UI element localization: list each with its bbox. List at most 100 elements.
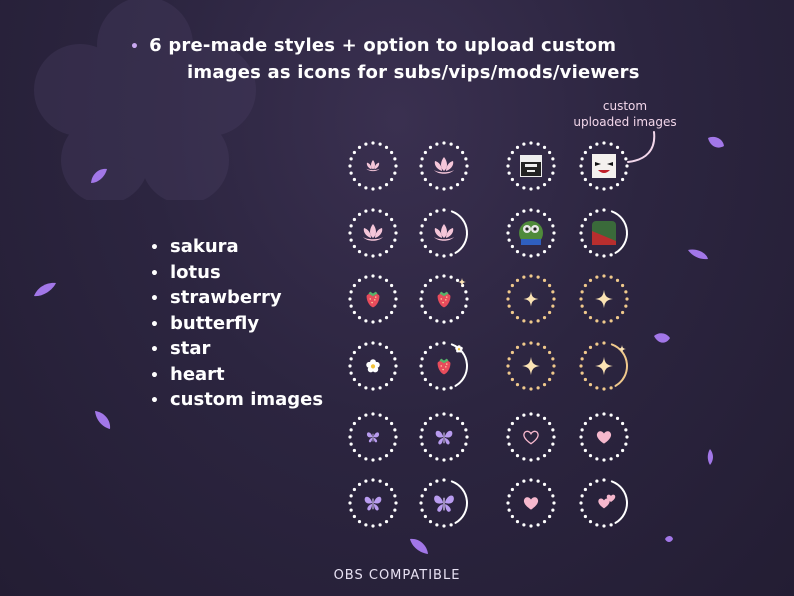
- ring-dot: [506, 164, 510, 168]
- ring-dot: [583, 244, 587, 249]
- ring-dot: [390, 177, 394, 182]
- ring-dot: [394, 231, 398, 235]
- ring-dot: [461, 310, 465, 315]
- ring-dot: [349, 508, 353, 512]
- ring-dot: [624, 157, 628, 161]
- ring-dot: [579, 231, 583, 235]
- butterfly-icon: [434, 495, 454, 512]
- ring-dot: [461, 283, 465, 288]
- ring-dot: [588, 278, 593, 282]
- ring-dot: [548, 377, 552, 382]
- ring-dot: [442, 208, 446, 212]
- ring-dot: [529, 478, 533, 482]
- petal-decoration: [410, 538, 428, 554]
- heart-outline-icon: [523, 430, 539, 445]
- strawberry-icon: [437, 358, 451, 375]
- ring-dot: [579, 501, 583, 505]
- ring-dot: [507, 171, 511, 175]
- ring-dot: [455, 278, 460, 282]
- sparkle-icon: [617, 344, 627, 354]
- ring-dot: [390, 310, 394, 315]
- ring-dot: [522, 186, 526, 190]
- ring-arc: [610, 343, 628, 387]
- ring-dot: [378, 209, 382, 213]
- ring-dot: [579, 297, 583, 301]
- ring-dot: [349, 442, 353, 446]
- ring-dot: [588, 482, 593, 486]
- ring-dot: [595, 523, 599, 527]
- ring-arc: [450, 480, 468, 524]
- ring-dot: [390, 350, 394, 355]
- ring-dot: [602, 387, 606, 391]
- ring-dot: [602, 524, 606, 528]
- ring-dot: [435, 479, 439, 483]
- lotus-icon: [434, 157, 454, 174]
- ring-dot: [580, 371, 584, 375]
- ring-dot: [393, 238, 397, 242]
- ring-dot: [465, 435, 469, 439]
- ring-dot: [580, 494, 584, 498]
- ring-dot: [515, 383, 520, 387]
- ring-dot: [529, 524, 533, 528]
- ring-dot: [615, 416, 620, 420]
- ring-dot: [419, 164, 423, 168]
- ring-dot: [624, 304, 628, 308]
- ring-dot: [580, 290, 584, 294]
- ring-dot: [371, 141, 375, 145]
- ring-dot: [435, 342, 439, 346]
- ring-dot: [349, 238, 353, 242]
- ring-dot: [542, 482, 547, 486]
- ring-dot: [609, 275, 613, 279]
- ring-dot: [442, 187, 446, 191]
- ring-dot: [551, 171, 555, 175]
- custom-note-line2: uploaded images: [573, 115, 677, 129]
- ring-dot: [536, 479, 540, 483]
- ring-dot: [393, 494, 397, 498]
- ring-dot: [551, 290, 555, 294]
- ring-dot: [551, 371, 555, 375]
- ring-dot: [583, 310, 587, 315]
- ring-dot: [621, 283, 625, 288]
- ring-dot: [442, 341, 446, 345]
- ring-dot: [364, 342, 368, 346]
- ring-dot: [536, 319, 540, 323]
- ring-dot: [435, 413, 439, 417]
- ring-dot: [449, 275, 453, 279]
- ring-dot: [357, 383, 362, 387]
- ring-dot: [442, 320, 446, 324]
- ring-dot: [507, 442, 511, 446]
- ring-dot: [428, 520, 433, 524]
- ring-dot: [364, 142, 368, 146]
- ring-dot: [384, 145, 389, 149]
- headline: •6 pre-made styles + option to upload cu…: [130, 33, 640, 86]
- ring-dot: [349, 304, 353, 308]
- ring-dot: [615, 278, 620, 282]
- ring-dot: [384, 183, 389, 187]
- ring-dot: [393, 442, 397, 446]
- ring-dot: [510, 448, 514, 453]
- ring-dot: [515, 183, 520, 187]
- ring-dot: [423, 487, 427, 492]
- ring-dot: [551, 224, 555, 228]
- ring-dot: [378, 142, 382, 146]
- ring-dot: [542, 250, 547, 254]
- ring-dot: [621, 177, 625, 182]
- ring-dot: [423, 310, 427, 315]
- ring-dot: [609, 523, 613, 527]
- ring-arc: [610, 210, 628, 254]
- ring-dot: [583, 150, 587, 155]
- ring-dot: [352, 350, 356, 355]
- ring-dot: [464, 157, 468, 161]
- ring-dot: [595, 253, 599, 257]
- ring-dot: [442, 458, 446, 462]
- ring-dot: [580, 157, 584, 161]
- ring-dot: [529, 274, 533, 278]
- ring-dot: [465, 297, 469, 301]
- ring-dot: [507, 157, 511, 161]
- ring-dot: [602, 141, 606, 145]
- style-item: lotus: [150, 261, 323, 287]
- ring-dot: [357, 278, 362, 282]
- ring-dot: [548, 244, 552, 249]
- ring-dot: [595, 479, 599, 483]
- ring-dot: [394, 501, 398, 505]
